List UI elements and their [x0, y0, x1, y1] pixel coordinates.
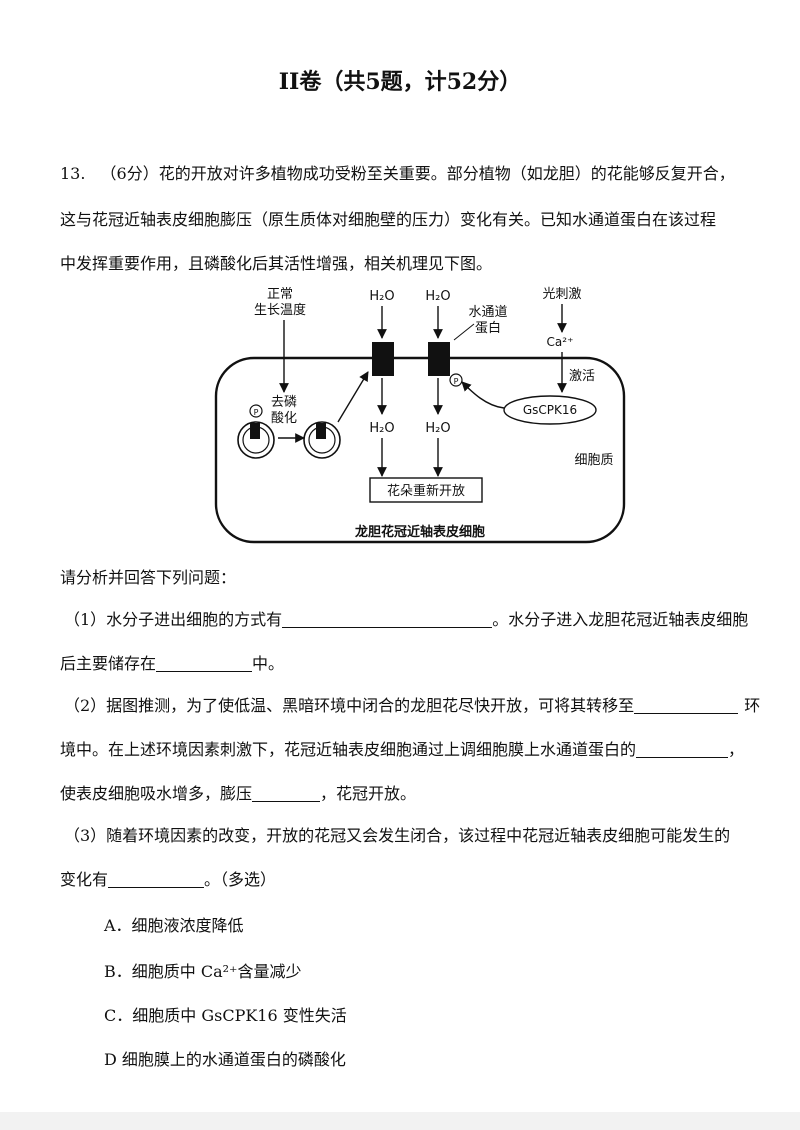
q3-text-b: 变化有 — [60, 870, 109, 889]
aquaporin-left — [372, 342, 394, 376]
vesicle-right — [303, 421, 341, 459]
label-h2o-top-right: H₂O — [425, 289, 450, 304]
q1-answer-blank-1[interactable] — [282, 611, 493, 628]
phosphate-label-right: P — [454, 377, 459, 386]
question-intro-line-2: 这与花冠近轴表皮细胞膨压（原生质体对细胞壁的压力）变化有关。已知水通道蛋白在该过… — [60, 210, 717, 229]
label-dephos-2: 酸化 — [271, 411, 297, 426]
label-dephos-1: 去磷 — [271, 395, 297, 410]
question-points: （6分） — [100, 164, 159, 183]
phosphate-circle-right — [449, 373, 463, 387]
q2-text-d: ， — [728, 740, 745, 759]
analysis-prompt: 请分析并回答下列问题： — [60, 568, 237, 587]
option-d[interactable]: D 细胞膜上的水通道蛋白的磷酸化 — [104, 1050, 346, 1069]
q3-answer-blank[interactable] — [108, 871, 205, 888]
label-h2o-inner-right: H₂O — [425, 421, 450, 436]
question-intro-line-3: 中发挥重要作用，且磷酸化后其活性增强，相关机理见下图。 — [60, 254, 493, 273]
mechanism-diagram: 正常 生长温度 H₂O H₂O 水通道 蛋白 光刺激 Ca²⁺ 激活 P GsC… — [214, 287, 626, 544]
question-intro-line-1: 13. （6分）花的开放对许多植物成功受粉至关重要。部分植物（如龙胆）的花能够反… — [60, 160, 735, 184]
q3-text-c: 。（多选） — [204, 870, 277, 889]
label-cytoplasm: 细胞质 — [574, 453, 613, 468]
arrow-vesicle-to-membrane — [337, 371, 369, 423]
label-ca: Ca²⁺ — [547, 335, 574, 349]
q1-text-b: 。水分子进入龙胆花冠近轴表皮细胞 — [492, 610, 749, 629]
vesicle-left — [237, 421, 275, 459]
question-intro-text-1: 花的开放对许多植物成功受粉至关重要。部分植物（如龙胆）的花能够反复开合， — [158, 164, 735, 183]
q2-text-e: 使表皮细胞吸水增多，膨压 — [60, 784, 253, 803]
aquaporin-right — [428, 342, 450, 376]
q1-text-d: 中。 — [252, 654, 285, 673]
option-a[interactable]: A．细胞液浓度降低 — [104, 916, 244, 935]
label-aquaporin-2: 蛋白 — [475, 320, 501, 336]
vesicle-right-channel — [316, 423, 326, 439]
q2-line-1: （2）据图推测，为了使低温、黑暗环境中闭合的龙胆花尽快开放，可将其转移至 环 — [64, 692, 760, 716]
q3-line-1: （3）随着环境因素的改变，开放的花冠又会发生闭合，该过程中花冠近轴表皮细胞可能发… — [64, 826, 731, 845]
aquaporin-pointer — [453, 323, 475, 341]
cell-membrane — [214, 356, 626, 544]
phosphate-circle-left — [249, 404, 263, 418]
label-activate: 激活 — [569, 369, 595, 384]
q1-answer-blank-2[interactable] — [156, 655, 253, 672]
label-aquaporin-1: 水通道 — [468, 305, 507, 320]
q2-text-f: ，花冠开放。 — [320, 784, 417, 803]
q2-text-a: （2）据图推测，为了使低温、黑暗环境中闭合的龙胆花尽快开放，可将其转移至 — [64, 696, 635, 715]
label-normal-temp-2: 生长温度 — [254, 302, 306, 318]
q2-line-2: 境中。在上述环境因素刺激下，花冠近轴表皮细胞通过上调细胞膜上水通道蛋白的 ， — [60, 736, 744, 760]
q1-text-c: 后主要储存在 — [60, 654, 157, 673]
q1-line-1: （1）水分子进出细胞的方式有 。水分子进入龙胆花冠近轴表皮细胞 — [64, 606, 748, 630]
q1-line-2: 后主要储存在 中。 — [60, 650, 284, 674]
page-bottom-edge — [0, 1112, 800, 1130]
phosphate-label-left: P — [254, 408, 259, 417]
section-title: II卷（共5题，计52分） — [278, 69, 522, 95]
option-b[interactable]: B．细胞质中 Ca²⁺含量减少 — [104, 962, 302, 981]
label-cell: 龙胆花冠近轴表皮细胞 — [355, 524, 485, 540]
label-light: 光刺激 — [542, 287, 581, 302]
vesicle-left-channel — [250, 423, 260, 439]
q2-answer-blank-3[interactable] — [252, 785, 321, 802]
q2-answer-blank-1[interactable] — [634, 697, 739, 714]
label-normal-temp-1: 正常 — [267, 287, 293, 302]
gscpk16-ellipse — [503, 395, 597, 425]
q2-text-c: 境中。在上述环境因素刺激下，花冠近轴表皮细胞通过上调细胞膜上水通道蛋白的 — [60, 740, 637, 759]
question-number: 13. — [60, 164, 86, 183]
q3-line-2: 变化有 。（多选） — [60, 866, 276, 890]
q2-answer-blank-2[interactable] — [636, 741, 729, 758]
reopen-box — [369, 477, 483, 503]
label-reopen: 花朵重新开放 — [387, 483, 465, 499]
label-h2o-inner-left: H₂O — [369, 421, 394, 436]
q2-text-b: 环 — [744, 696, 761, 715]
label-h2o-top-left: H₂O — [369, 289, 394, 304]
label-gscpk16: GsCPK16 — [523, 403, 577, 417]
option-c[interactable]: C．细胞质中 GsCPK16 变性失活 — [104, 1006, 347, 1025]
arrow-gscpk16-phosphorylate — [461, 381, 505, 409]
q2-line-3: 使表皮细胞吸水增多，膨压 ，花冠开放。 — [60, 780, 416, 804]
q1-text-a: （1）水分子进出细胞的方式有 — [64, 610, 283, 629]
